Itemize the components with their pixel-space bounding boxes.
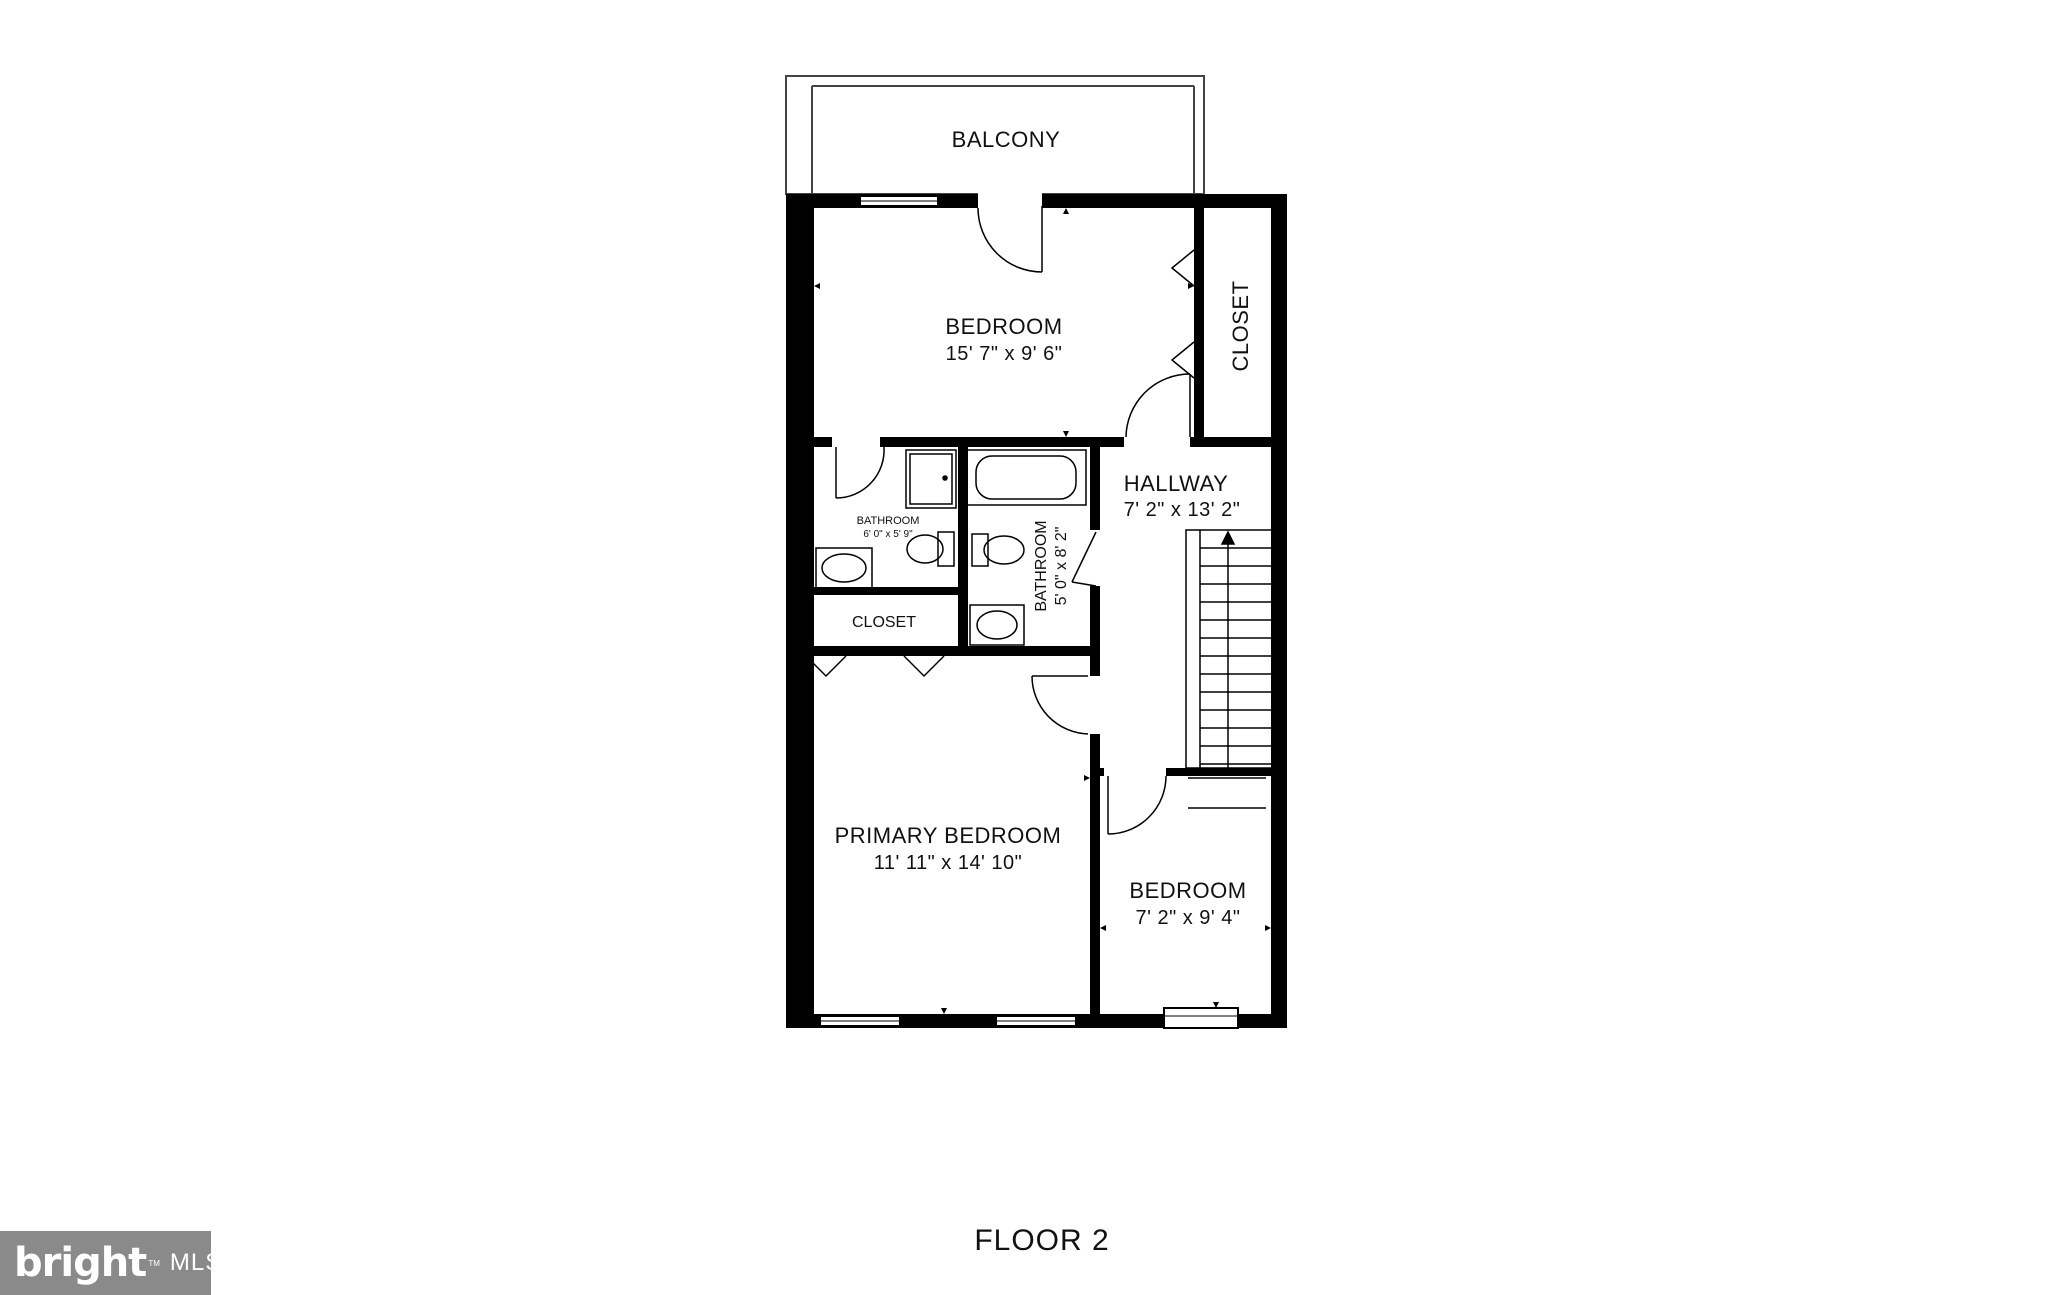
- floor-label: FLOOR 2: [974, 1224, 1109, 1257]
- toilet-icon: [906, 531, 1025, 567]
- door-swing-icon: [805, 193, 1266, 835]
- balcony-label: BALCONY: [952, 127, 1061, 152]
- bedroom-top-dims: 15' 7" x 9' 6": [946, 343, 1063, 365]
- watermark-suffix: MLS: [169, 1249, 223, 1276]
- interior-walls: [786, 194, 1287, 1028]
- bathroom-mid-label: BATHROOM: [1033, 520, 1050, 611]
- bathtub-icon: [965, 449, 1087, 506]
- hallway-label: HALLWAY: [1124, 471, 1229, 496]
- bedroom-top-label: BEDROOM: [945, 314, 1062, 339]
- bedroom-bottom-dims: 7' 2" x 9' 4": [1135, 907, 1240, 929]
- bathroom-left-dims: 6' 0" x 5' 9": [863, 529, 913, 540]
- closet-right-label: CLOSET: [1228, 280, 1253, 371]
- shower-icon: [905, 449, 957, 509]
- sink-icon: [815, 547, 1025, 646]
- watermark-tm: TM: [148, 1258, 160, 1268]
- bathroom-mid-dims: 5' 0" x 8' 2": [1053, 527, 1070, 606]
- primary-bedroom-label: PRIMARY BEDROOM: [835, 823, 1062, 848]
- bedroom-bottom-label: BEDROOM: [1129, 878, 1246, 903]
- bathroom-left-label: BATHROOM: [857, 515, 920, 527]
- hallway-dims: 7' 2" x 13' 2": [1124, 499, 1241, 521]
- closet-left-label: CLOSET: [852, 614, 916, 631]
- dimension-marker: [806, 208, 1271, 1014]
- watermark-brand: bright: [14, 1240, 147, 1286]
- primary-bedroom-dims: 11' 11" x 14' 10": [874, 852, 1023, 874]
- window-icon: [819, 195, 1239, 1029]
- bright-mls-watermark: bright TM MLS: [0, 1231, 221, 1295]
- stairs-icon: [1185, 529, 1273, 769]
